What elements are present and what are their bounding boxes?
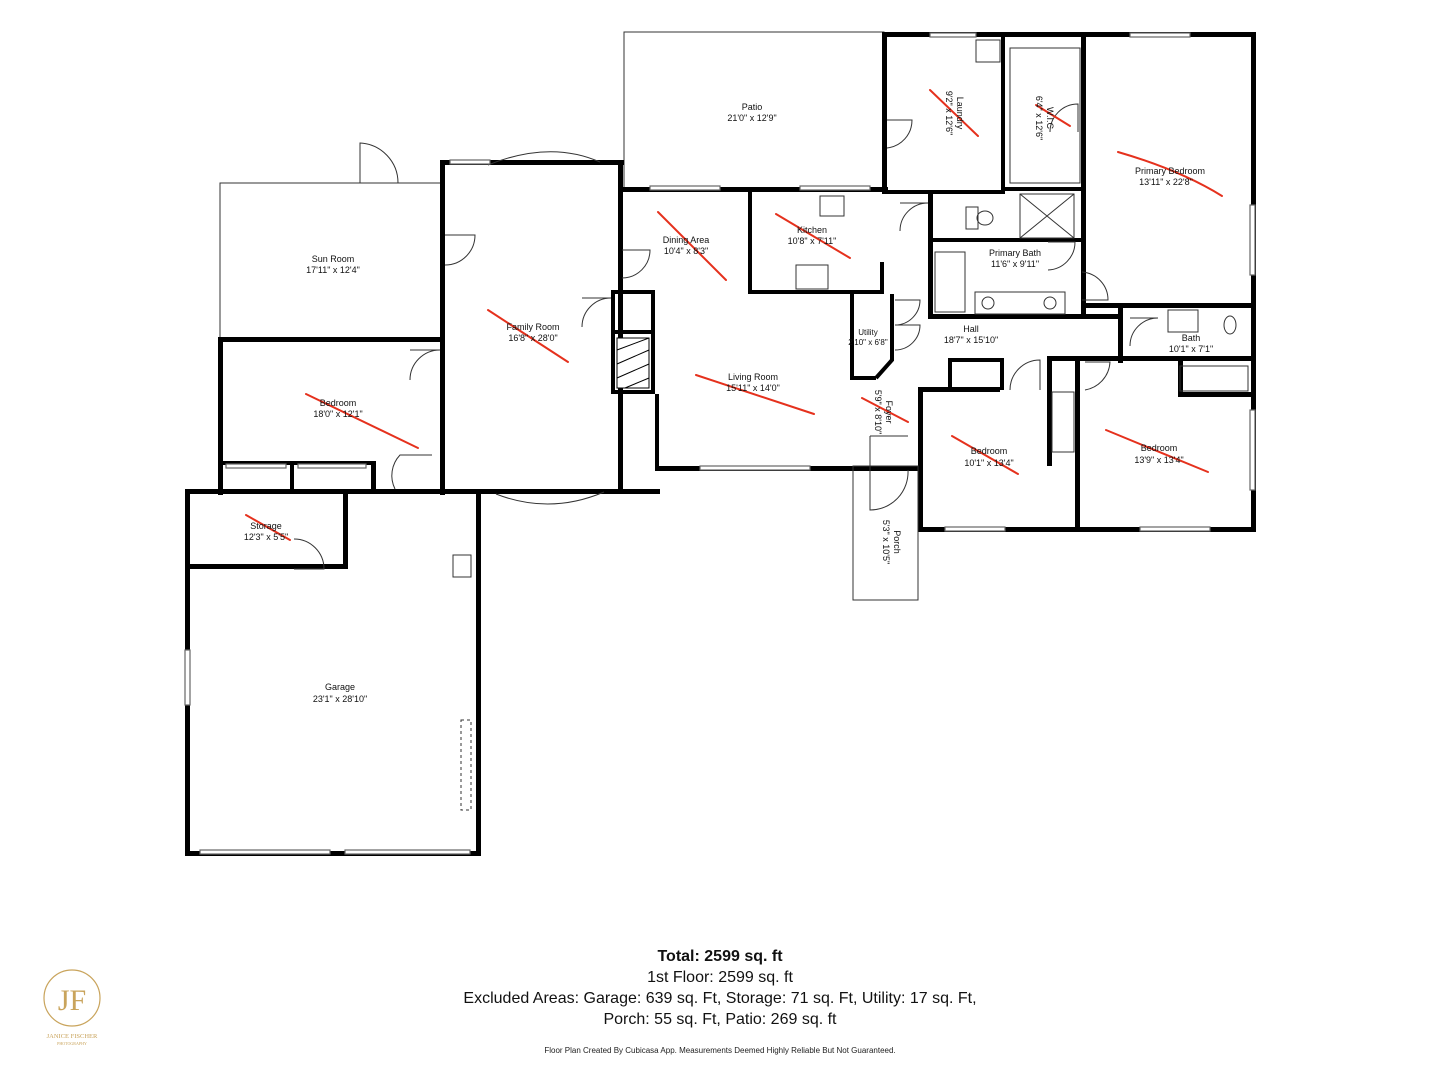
room-name-patio: Patio [742, 102, 763, 112]
room-dim-bedroom-west: 18'0" x 12'1" [313, 409, 362, 419]
porch-outline [852, 465, 919, 601]
room-name-laundry: Laundry [955, 97, 965, 130]
room-name-living-room: Living Room [728, 372, 778, 382]
room-dim-storage: 12'3" x 5'5" [244, 532, 288, 542]
room-name-kitchen: Kitchen [797, 225, 827, 235]
logo-tagline: PHOTOGRAPHY [57, 1041, 87, 1046]
room-dim-porch: 5'3" x 10'5" [881, 520, 891, 564]
first-floor-area: 1st Floor: 2599 sq. ft [647, 969, 793, 986]
room-name-foyer: Foyer [884, 400, 894, 423]
room-dim-living-room: 15'11" x 14'0" [726, 383, 780, 393]
room-name-family-room: Family Room [506, 322, 559, 332]
room-dim-utility: 2'10" x 6'8" [848, 338, 888, 347]
room-name-porch: Porch [892, 530, 902, 554]
walls [185, 31, 1256, 856]
room-name-garage: Garage [325, 682, 355, 692]
logo-name: JANICE FISCHER [47, 1033, 98, 1040]
room-dim-patio: 21'0" x 12'9" [727, 113, 776, 123]
logo-ring [43, 969, 101, 1027]
room-dim-sun-room: 17'11" x 12'4" [306, 265, 360, 275]
cubicasa-credit: Floor Plan Created By Cubicasa App. Meas… [544, 1046, 896, 1055]
room-name-bedroom-middle: Bedroom [971, 446, 1008, 456]
room-dim-family-room: 16'8" x 28'0" [508, 333, 557, 343]
room-labels: Patio 21'0" x 12'9" Laundry 9'2" x 12'6"… [244, 91, 1213, 704]
fixtures [452, 39, 1249, 811]
floor-plan: Patio 21'0" x 12'9" Laundry 9'2" x 12'6"… [184, 31, 1256, 856]
room-dim-laundry: 9'2" x 12'6" [944, 91, 954, 135]
janice-fischer-logo: JF JANICE FISCHER PHOTOGRAPHY [43, 969, 101, 1046]
red-strike-annotations [245, 89, 1223, 541]
room-name-dining-area: Dining Area [663, 235, 710, 245]
room-name-wic: W.I.C [1045, 107, 1055, 129]
excluded-areas-line-2: Porch: 55 sq. Ft, Patio: 269 sq. ft [603, 1011, 837, 1028]
room-name-utility: Utility [858, 328, 878, 337]
room-dim-primary-bedroom: 13'11" x 22'8" [1139, 177, 1193, 187]
room-dim-bath: 10'1" x 7'1" [1169, 344, 1213, 354]
room-dim-foyer: 5'9" x 8'10" [873, 390, 883, 434]
room-name-hall: Hall [963, 324, 979, 334]
room-dim-hall: 18'7" x 15'10" [944, 335, 998, 345]
area-summary: Total: 2599 sq. ft 1st Floor: 2599 sq. f… [0, 946, 1440, 1030]
room-name-storage: Storage [250, 521, 282, 531]
total-area: Total: 2599 sq. ft [657, 948, 783, 965]
room-dim-kitchen: 10'8" x 7'11" [788, 236, 837, 246]
room-dim-bedroom-middle: 10'1" x 13'4" [964, 458, 1013, 468]
room-dim-primary-bath: 11'6" x 9'11" [991, 259, 1039, 269]
room-name-bedroom-west: Bedroom [320, 398, 357, 408]
room-dim-dining-area: 10'4" x 8'3" [664, 246, 708, 256]
room-dim-bedroom-east: 13'9" x 13'4" [1134, 455, 1183, 465]
doors [293, 103, 1159, 570]
room-name-sun-room: Sun Room [312, 254, 355, 264]
logo-monogram: JF [58, 984, 86, 1017]
room-name-bath: Bath [1182, 333, 1201, 343]
room-dim-garage: 23'1" x 28'10" [313, 694, 367, 704]
room-name-primary-bath: Primary Bath [989, 248, 1041, 258]
room-name-primary-bedroom: Primary Bedroom [1135, 166, 1205, 176]
excluded-areas-line-1: Excluded Areas: Garage: 639 sq. Ft, Stor… [463, 990, 977, 1007]
room-dim-wic: 6'4" x 12'6" [1034, 96, 1044, 140]
room-name-bedroom-east: Bedroom [1141, 443, 1178, 453]
windows [184, 32, 1256, 855]
